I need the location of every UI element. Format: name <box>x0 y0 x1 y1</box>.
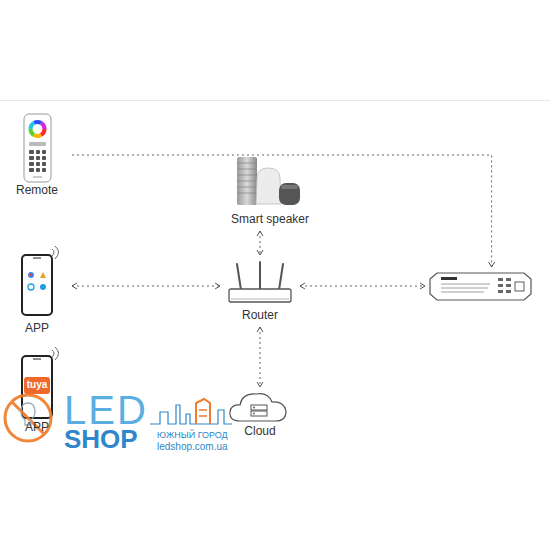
watermark-text: SHOP <box>64 425 138 453</box>
cloud-node: Cloud <box>223 390 297 440</box>
node-label: Smart speaker <box>205 212 335 226</box>
router-node: Router <box>223 258 297 324</box>
smart-speaker-node: Smart speaker <box>205 152 335 228</box>
remote-node: Remote <box>5 112 69 200</box>
controller-icon <box>430 273 531 300</box>
dotted-connector <box>72 286 220 287</box>
node-label: Cloud <box>223 424 297 438</box>
dotted-connector <box>72 155 492 267</box>
watermark-text: LED <box>64 390 148 430</box>
remote-icon <box>24 114 51 182</box>
node-label: APP <box>5 321 69 335</box>
tuya-app-node: tuyaAPP <box>5 350 69 440</box>
node-label: Router <box>223 308 297 322</box>
phone-icon <box>22 246 59 315</box>
watermark-url: ledshop.com.ua <box>157 441 228 453</box>
smart-speaker-icon <box>237 157 300 205</box>
dotted-connector <box>260 231 261 255</box>
node-label: tuya <box>5 378 69 392</box>
top-rule <box>0 100 550 101</box>
watermark-logo <box>5 395 51 441</box>
cloud-icon <box>230 394 286 421</box>
app-node: APP <box>5 250 69 337</box>
node-label: Remote <box>5 183 69 197</box>
node-label: APP <box>5 420 69 434</box>
watermark-text: ЮЖНЫЙ ГОРОД <box>157 430 228 440</box>
dotted-connector <box>300 286 425 287</box>
watermark-skyline <box>150 399 232 424</box>
controller-node <box>428 270 534 304</box>
dotted-connector <box>260 327 261 387</box>
router-icon <box>229 262 291 302</box>
